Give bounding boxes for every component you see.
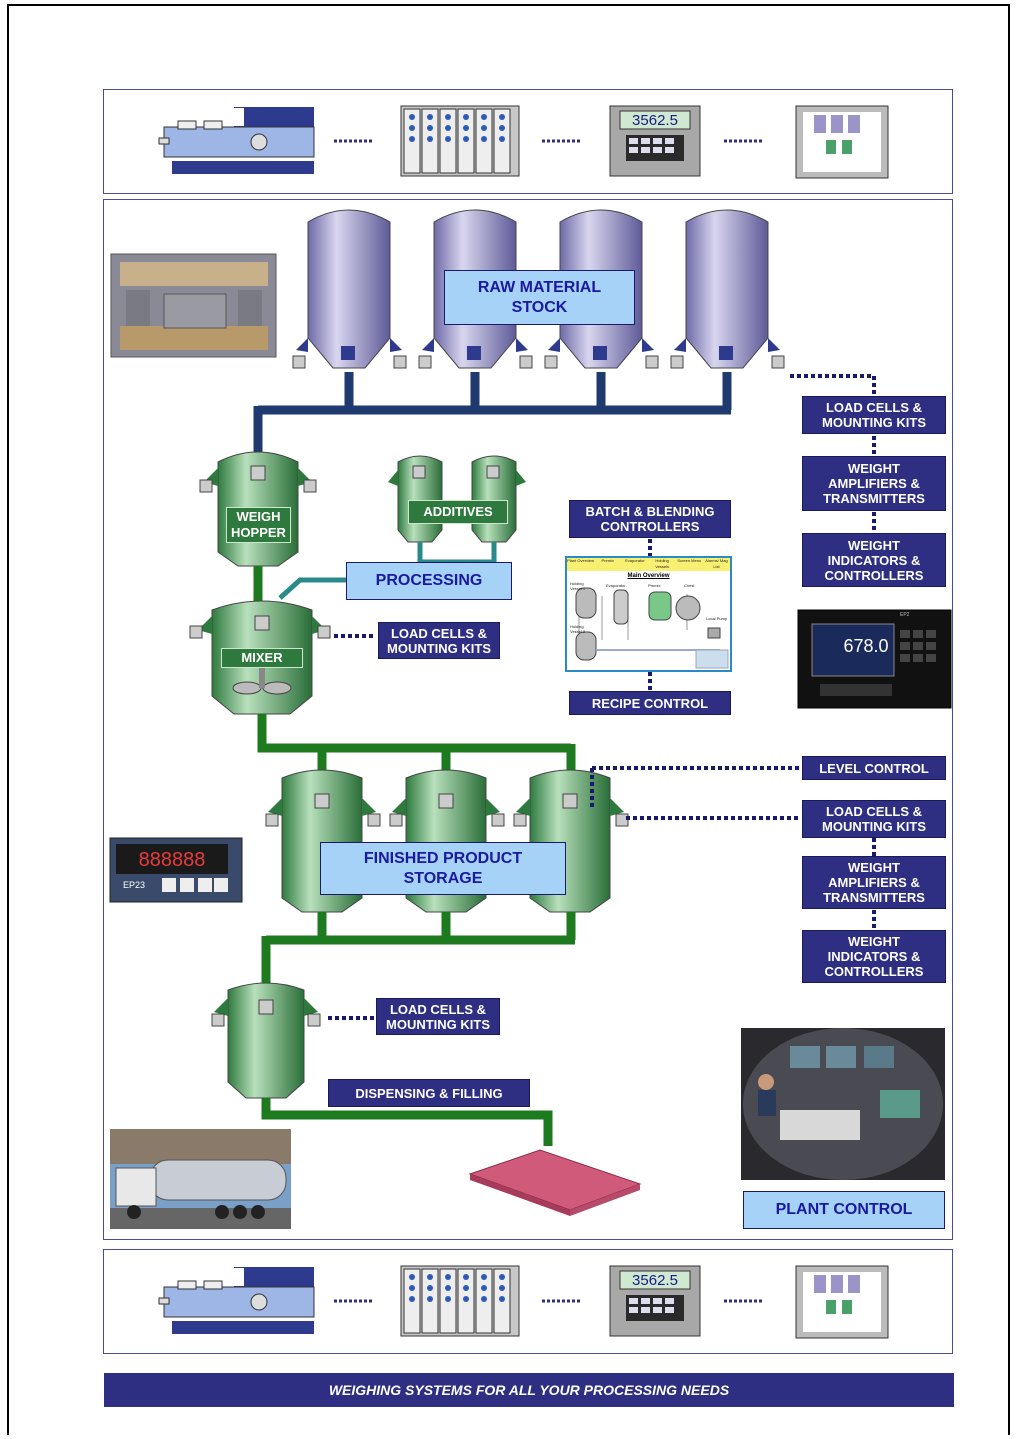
mid-amplifiers-box: WEIGHT AMPLIFIERS & TRANSMITTERS <box>802 856 946 909</box>
silo-1 <box>292 209 407 369</box>
hmi-tab[interactable]: Plant Overview <box>567 558 595 563</box>
digital-indicator-icon <box>609 1265 701 1337</box>
load-cell-icon <box>158 1267 315 1334</box>
hmi-tab[interactable]: Evaporator <box>625 558 645 563</box>
load-cell-photo <box>110 253 277 358</box>
amplifier-rack-icon <box>400 1265 520 1337</box>
storage-to-dispensing-pipes <box>261 912 576 984</box>
hmi-label: Evaporator <box>606 583 626 588</box>
indicator-digits: 888888 <box>139 849 206 871</box>
level-control-box: LEVEL CONTROL <box>802 756 946 780</box>
right-indicators-box: WEIGHT INDICATORS & CONTROLLERS <box>802 533 946 587</box>
hmi-tabs: Plant Overview Premix Evaporator Holding… <box>567 558 730 571</box>
ep2-controller: 678.0 <box>797 609 952 709</box>
footer-banner: WEIGHING SYSTEMS FOR ALL YOUR PROCESSING… <box>104 1373 954 1407</box>
hmi-label: Premix <box>648 583 661 588</box>
hmi-tab[interactable]: Alarms/ Mag List <box>705 558 728 569</box>
mid-indicators-box: WEIGHT INDICATORS & CONTROLLERS <box>802 930 946 983</box>
indicator-model: EP23 <box>123 880 145 890</box>
product-strip-bottom: 3562.5 <box>103 1249 953 1354</box>
silo-4 <box>670 209 785 369</box>
digital-indicator-icon <box>609 105 701 177</box>
indicator-readout: 3562.5 <box>632 1272 678 1289</box>
product-strip-graphics: 3562.5 <box>158 105 889 179</box>
batch-blending-box: BATCH & BLENDING CONTROLLERS <box>569 500 731 538</box>
floor-scale-icon <box>468 1149 642 1216</box>
raw-material-title: RAW MATERIAL STOCK <box>444 270 635 325</box>
software-screen-icon <box>795 105 889 179</box>
finished-product-title: FINISHED PRODUCT STORAGE <box>320 842 566 895</box>
control-room-photo <box>741 1028 945 1180</box>
dispensing-load-cells-box: LOAD CELLS & MOUNTING KITS <box>376 998 500 1035</box>
indicator-readout: 3562.5 <box>632 112 678 129</box>
dispensing-filling-box: DISPENSING & FILLING <box>328 1079 530 1107</box>
plant-control-title: PLANT CONTROL <box>743 1191 945 1229</box>
hmi-title: Main Overview <box>627 573 670 579</box>
software-screen-icon <box>795 1265 889 1339</box>
hmi-label: Holding Vessel 2 <box>570 624 586 634</box>
right-amplifiers-box: WEIGHT AMPLIFIERS & TRANSMITTERS <box>802 456 946 511</box>
hmi-label: Chest <box>684 583 695 588</box>
hmi-tab[interactable]: Holding Vessels <box>655 558 669 569</box>
mixer-to-storage-pipes <box>257 714 576 772</box>
hmi-tab[interactable]: Screen Menu <box>677 558 702 563</box>
mid-load-cells-box: LOAD CELLS & MOUNTING KITS <box>802 800 946 838</box>
right-load-cells-box: LOAD CELLS & MOUNTING KITS <box>802 396 946 434</box>
recipe-control-box: RECIPE CONTROL <box>569 691 731 715</box>
hmi-label: Local Pump <box>706 616 728 621</box>
mixer-load-cells-box: LOAD CELLS & MOUNTING KITS <box>378 622 500 659</box>
product-strip-graphics: 3562.5 <box>158 1265 889 1339</box>
processing-title: PROCESSING <box>346 562 512 600</box>
tanker-truck-photo <box>110 1129 291 1229</box>
dispensing-pipe <box>261 1098 553 1146</box>
ep23-indicator: 888888 EP23 <box>109 837 243 903</box>
additives-vessels <box>388 455 526 543</box>
dispensing-vessel <box>211 982 321 1099</box>
mixer-label: MIXER <box>221 648 303 668</box>
hmi-screen <box>565 556 732 672</box>
controller-brand: EP2 <box>900 612 910 618</box>
hmi-label: Holding Vessel 1 <box>570 581 586 591</box>
additives-label: ADDITIVES <box>408 500 508 524</box>
page-frame <box>7 4 1010 1435</box>
controller-readout: 678.0 <box>843 636 888 656</box>
raw-material-pipes <box>253 372 732 452</box>
product-strip-top: 3562.5 <box>103 89 953 194</box>
amplifier-rack-icon <box>400 105 520 177</box>
weigh-hopper-label: WEIGH HOPPER <box>226 507 291 543</box>
load-cell-icon <box>158 107 315 174</box>
hmi-tab[interactable]: Premix <box>601 558 614 563</box>
